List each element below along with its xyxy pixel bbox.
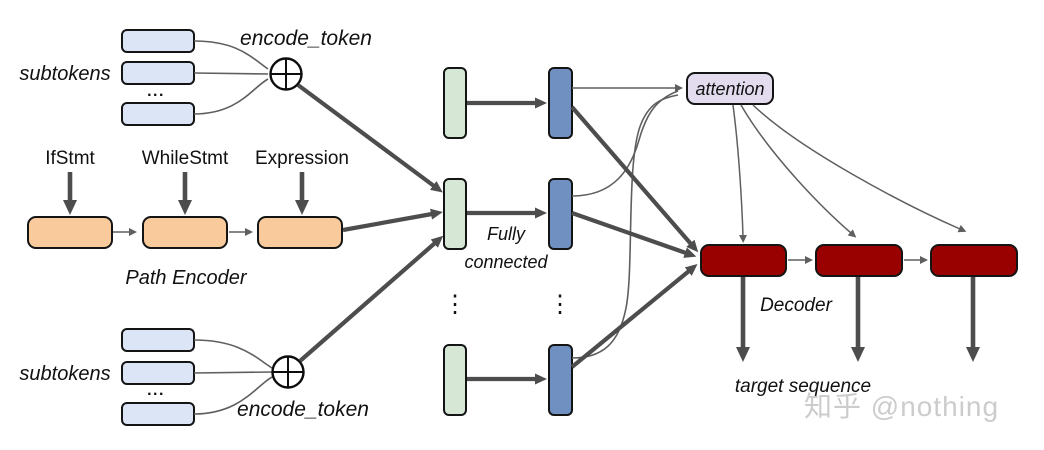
- context-arrow: [571, 211, 697, 258]
- subtoken-box: [121, 402, 195, 426]
- subtoken-connector: [193, 376, 273, 415]
- context-bar-green: [443, 67, 467, 139]
- token-encoder-top: subtokens ... encode_token: [19, 27, 372, 126]
- circled-plus-cross: [270, 58, 302, 90]
- fully-connected-label-line2: connected: [464, 252, 548, 272]
- fully-connected-layer: Fully connected ⋮ ⋮: [443, 67, 573, 416]
- subtoken-connector: [193, 78, 269, 115]
- decoder-cell: [700, 244, 787, 277]
- subtoken-box: [121, 61, 195, 85]
- attention-label: attention: [695, 79, 764, 99]
- context-arrow: [570, 264, 698, 369]
- ellipsis-horizontal: ...: [147, 83, 165, 100]
- top-token-to-fc-arrow: [296, 83, 443, 193]
- encoder-to-fc-arrows: [296, 83, 444, 363]
- path-node-box: [27, 216, 113, 249]
- fully-connected-label-line1: Fully: [487, 224, 526, 244]
- context-arrow: [570, 105, 699, 253]
- attention-box: [686, 72, 774, 105]
- subtokens-label-bottom: subtokens: [19, 363, 110, 385]
- ellipsis-horizontal: ...: [147, 382, 165, 399]
- attention-block: attention: [686, 72, 967, 243]
- token-encoder-bottom: subtokens ... encode_token: [19, 328, 369, 426]
- ellipsis-vertical-blue: ⋮: [548, 291, 572, 318]
- attention-out-arrow: [740, 104, 857, 238]
- context-bar-blue: [548, 67, 573, 139]
- path-node-label: WhileStmt: [142, 148, 229, 169]
- subtoken-connector: [193, 40, 269, 70]
- decoder-label: Decoder: [760, 295, 832, 316]
- decoder-cell: [930, 244, 1018, 277]
- target-sequence-label: target sequence: [735, 376, 871, 397]
- subtoken-box: [121, 361, 195, 385]
- subtoken-box: [121, 29, 195, 53]
- subtoken-connector: [193, 339, 273, 369]
- attention-out-arrow: [732, 104, 747, 243]
- path-node-box: [142, 216, 228, 249]
- context-bar-green: [443, 344, 467, 416]
- path-encoder-label: Path Encoder: [125, 267, 248, 289]
- ellipsis-vertical-green: ⋮: [443, 291, 467, 318]
- subtoken-connector: [193, 371, 274, 374]
- subtoken-box: [121, 102, 195, 126]
- context-bar-blue: [548, 178, 573, 250]
- subtoken-box: [121, 328, 195, 352]
- path-node-box: [257, 216, 343, 249]
- path-node-label: IfStmt: [45, 148, 95, 169]
- path-encoder: IfStmt WhileStmt Expression Path Encoder: [27, 148, 349, 289]
- subtoken-connector: [193, 72, 269, 75]
- attention-input-curve: [571, 90, 679, 197]
- attention-out-arrow: [752, 104, 967, 233]
- context-bar-green: [443, 178, 467, 250]
- circled-plus-cross: [272, 356, 304, 388]
- attention-input-lines: [571, 84, 683, 359]
- encode-token-label-bottom: encode_token: [237, 398, 369, 421]
- encode-token-label-top: encode_token: [240, 27, 372, 50]
- subtokens-label-top: subtokens: [19, 63, 110, 85]
- watermark-text: 知乎 @nothing: [804, 391, 999, 422]
- attention-input-curve: [571, 94, 679, 359]
- decoder-cell: [815, 244, 903, 277]
- decoder-block: Decoder target sequence: [700, 244, 1018, 397]
- path-to-fc-arrow: [342, 208, 443, 233]
- path-node-label: Expression: [255, 148, 349, 169]
- bottom-token-to-fc-arrow: [298, 235, 444, 363]
- context-bar-blue: [548, 344, 573, 416]
- context-to-decoder-arrows: [570, 105, 699, 369]
